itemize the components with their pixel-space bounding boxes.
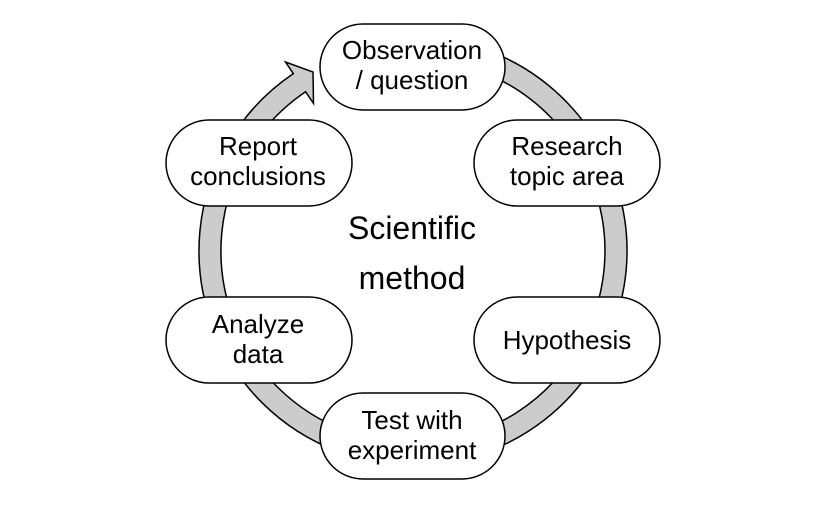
- step-node-shape: [165, 119, 353, 207]
- step-node-shape: [165, 296, 353, 384]
- step-node-shape: [319, 392, 506, 480]
- step-label-line: experiment: [348, 435, 477, 465]
- step-label-line: Analyze: [212, 309, 305, 339]
- step-node-shape: [319, 23, 506, 111]
- center-title-line-2: method: [359, 260, 466, 296]
- step-test-with-experiment: Test with experiment: [319, 392, 506, 480]
- step-report-conclusions: Report conclusions: [165, 119, 353, 207]
- step-research-topic-area: Research topic area: [473, 119, 661, 207]
- step-label-line: data: [233, 339, 284, 369]
- step-label-line: / question: [356, 65, 469, 95]
- step-label-line: conclusions: [190, 161, 326, 191]
- step-analyze-data: Analyze data: [165, 296, 353, 384]
- center-title-line-1: Scientific: [348, 210, 476, 246]
- step-label-line: Observation: [342, 35, 482, 65]
- step-node-shape: [473, 119, 661, 207]
- step-hypothesis: Hypothesis: [473, 296, 661, 384]
- step-label-line: Hypothesis: [503, 325, 632, 355]
- step-label-line: topic area: [510, 161, 625, 191]
- step-label-line: Report: [219, 131, 298, 161]
- step-observation-question: Observation / question: [319, 23, 506, 111]
- step-label-line: Research: [511, 131, 622, 161]
- step-label-line: Test with: [361, 405, 462, 435]
- step-node-shape: [473, 296, 661, 384]
